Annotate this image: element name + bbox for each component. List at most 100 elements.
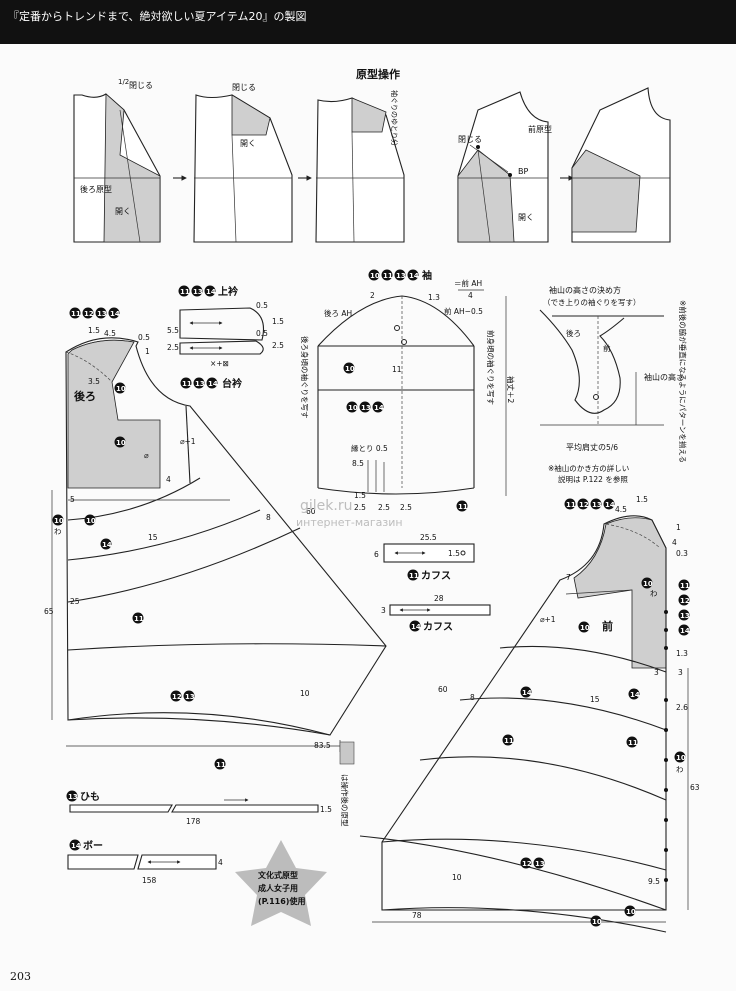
- svg-text:14: 14: [206, 288, 216, 296]
- svg-text:11: 11: [182, 380, 192, 388]
- star-badge: [235, 840, 327, 926]
- label-half: 1/2: [118, 78, 129, 86]
- cap-front: 前: [603, 343, 611, 353]
- sleeve-m-15: 1.5: [354, 491, 366, 500]
- cuff-m-15: 1.5: [448, 549, 460, 558]
- back-m-05: 0.5: [138, 333, 150, 342]
- front-m-15b: 15: [590, 695, 600, 704]
- front-label: 前: [602, 619, 613, 633]
- cap-title1: 袖山の高さの決め方: [549, 285, 621, 295]
- himo-badge-text: 13: [68, 793, 78, 801]
- front-m-15: 1.5: [636, 495, 648, 504]
- front-m-3b: 3: [678, 668, 683, 677]
- svg-text:13: 13: [195, 380, 205, 388]
- svg-text:13: 13: [193, 288, 203, 296]
- sleeve-m-25b: 2.5: [378, 503, 390, 512]
- svg-text:13: 13: [361, 404, 371, 412]
- front-wa: わ: [676, 765, 684, 774]
- back-m-15: 1.5: [88, 326, 100, 335]
- cuff11-badge-text: 11: [409, 572, 419, 580]
- svg-text:10: 10: [370, 272, 380, 280]
- sleeve-m-2: 2: [370, 291, 375, 300]
- front-m-95: 9.5: [648, 877, 660, 886]
- star-line3: (P.116)使用: [258, 896, 305, 906]
- sleeve-piece-badges: 10 10 13 14 11: [343, 362, 468, 512]
- sleeve-hem-edge: 縁とり 0.5: [351, 443, 388, 453]
- back-m-835: 83.5: [314, 741, 331, 750]
- back-m-45: 4.5: [104, 329, 116, 338]
- manipulation-title: 原型操作: [356, 67, 400, 81]
- label-open-2: 開く: [240, 139, 256, 148]
- collar-m-15: 1.5: [272, 317, 284, 326]
- svg-text:12: 12: [579, 501, 589, 509]
- legend-swatch: [339, 741, 355, 765]
- back-phi: ⌀: [144, 451, 149, 460]
- back-m-25: 25: [70, 597, 80, 606]
- cap-note2: 説明は P.122 を参照: [558, 474, 628, 484]
- front-m-60: 60: [438, 685, 448, 694]
- himo-badge: [66, 790, 78, 802]
- back-m-5: 5: [70, 495, 75, 504]
- sleeve-title: 袖: [421, 269, 432, 282]
- sleeve-m-13: 1.3: [428, 293, 440, 302]
- cuff-m-28: 28: [434, 594, 444, 603]
- collar-stand-badges: 11 13 14: [180, 377, 218, 389]
- label-close-3: 閉じる: [458, 135, 482, 144]
- front-m-03: 0.3: [676, 549, 688, 558]
- svg-text:10: 10: [626, 908, 636, 916]
- svg-text:13: 13: [680, 612, 690, 620]
- svg-text:13: 13: [185, 693, 195, 701]
- cuff-14-shape: [389, 604, 491, 616]
- sleeve-front-ah: ＝前 AH: [454, 278, 482, 288]
- collar-m-05b: 0.5: [256, 329, 268, 338]
- svg-text:13: 13: [97, 310, 107, 318]
- sleeve-note-front: 前身頃の袖ぐりを写す: [486, 330, 496, 405]
- svg-text:11: 11: [216, 761, 226, 769]
- sleeve-m-85: 8.5: [352, 459, 364, 468]
- collar-m-25: 2.5: [167, 343, 179, 352]
- cap-note1: ※袖山のかき方の詳しい: [548, 463, 629, 473]
- bow-title: ボー: [83, 839, 103, 852]
- front-m-78: 78: [412, 911, 422, 920]
- back-m-10: 10: [300, 689, 310, 698]
- back-prototype-step2: [193, 94, 293, 243]
- header-bar: 『定番からトレンドまで、絶対欲しい夏アイテム20』の製図: [0, 0, 736, 44]
- front-piece-outline: [359, 515, 689, 933]
- svg-text:10: 10: [54, 517, 64, 525]
- cuff11-badge: [407, 569, 419, 581]
- svg-text:13: 13: [592, 501, 602, 509]
- collar-m-25b: 2.5: [272, 341, 284, 350]
- front-piece-badges: 11 12 13 14: [564, 498, 615, 510]
- himo-title: ひも: [80, 791, 100, 803]
- svg-text:11: 11: [134, 615, 144, 623]
- svg-text:13: 13: [396, 272, 406, 280]
- label-open-1: 開く: [115, 207, 131, 216]
- front-m-45: 4.5: [615, 505, 627, 514]
- bow-m-158: 158: [142, 876, 157, 885]
- svg-text:14: 14: [374, 404, 384, 412]
- back-piece-piece-badges: 10 10 10 10 14 11 11 12 13: [52, 382, 226, 770]
- svg-text:10: 10: [116, 385, 126, 393]
- sleeve-back-ah: 後ろ AH: [324, 308, 352, 318]
- svg-text:14: 14: [208, 380, 218, 388]
- front-m-10: 10: [452, 873, 462, 882]
- back-piece-badges: 11 12 13 14: [69, 307, 120, 319]
- svg-text:11: 11: [71, 310, 81, 318]
- svg-text:10: 10: [676, 754, 686, 762]
- back-piece-outline: [51, 337, 387, 752]
- cap-height-drawing: [539, 309, 664, 426]
- back-prototype-step1: [73, 93, 161, 243]
- svg-text:11: 11: [566, 501, 576, 509]
- back-m-8: 8: [266, 513, 271, 522]
- star-line1: 文化式原型: [258, 870, 298, 880]
- cuff-m-255: 25.5: [420, 533, 437, 542]
- svg-text:14: 14: [102, 541, 112, 549]
- collar-m-55: 5.5: [167, 326, 179, 335]
- sleeve-badges: 10 11 13 14: [368, 269, 419, 281]
- bow-badge: [69, 839, 81, 851]
- sleeve-m-25a: 2.5: [354, 503, 366, 512]
- label-close-2: 閉じる: [232, 83, 256, 92]
- svg-text:10: 10: [643, 580, 653, 588]
- svg-text:11: 11: [628, 739, 638, 747]
- cap-frac: 5/6: [606, 443, 618, 452]
